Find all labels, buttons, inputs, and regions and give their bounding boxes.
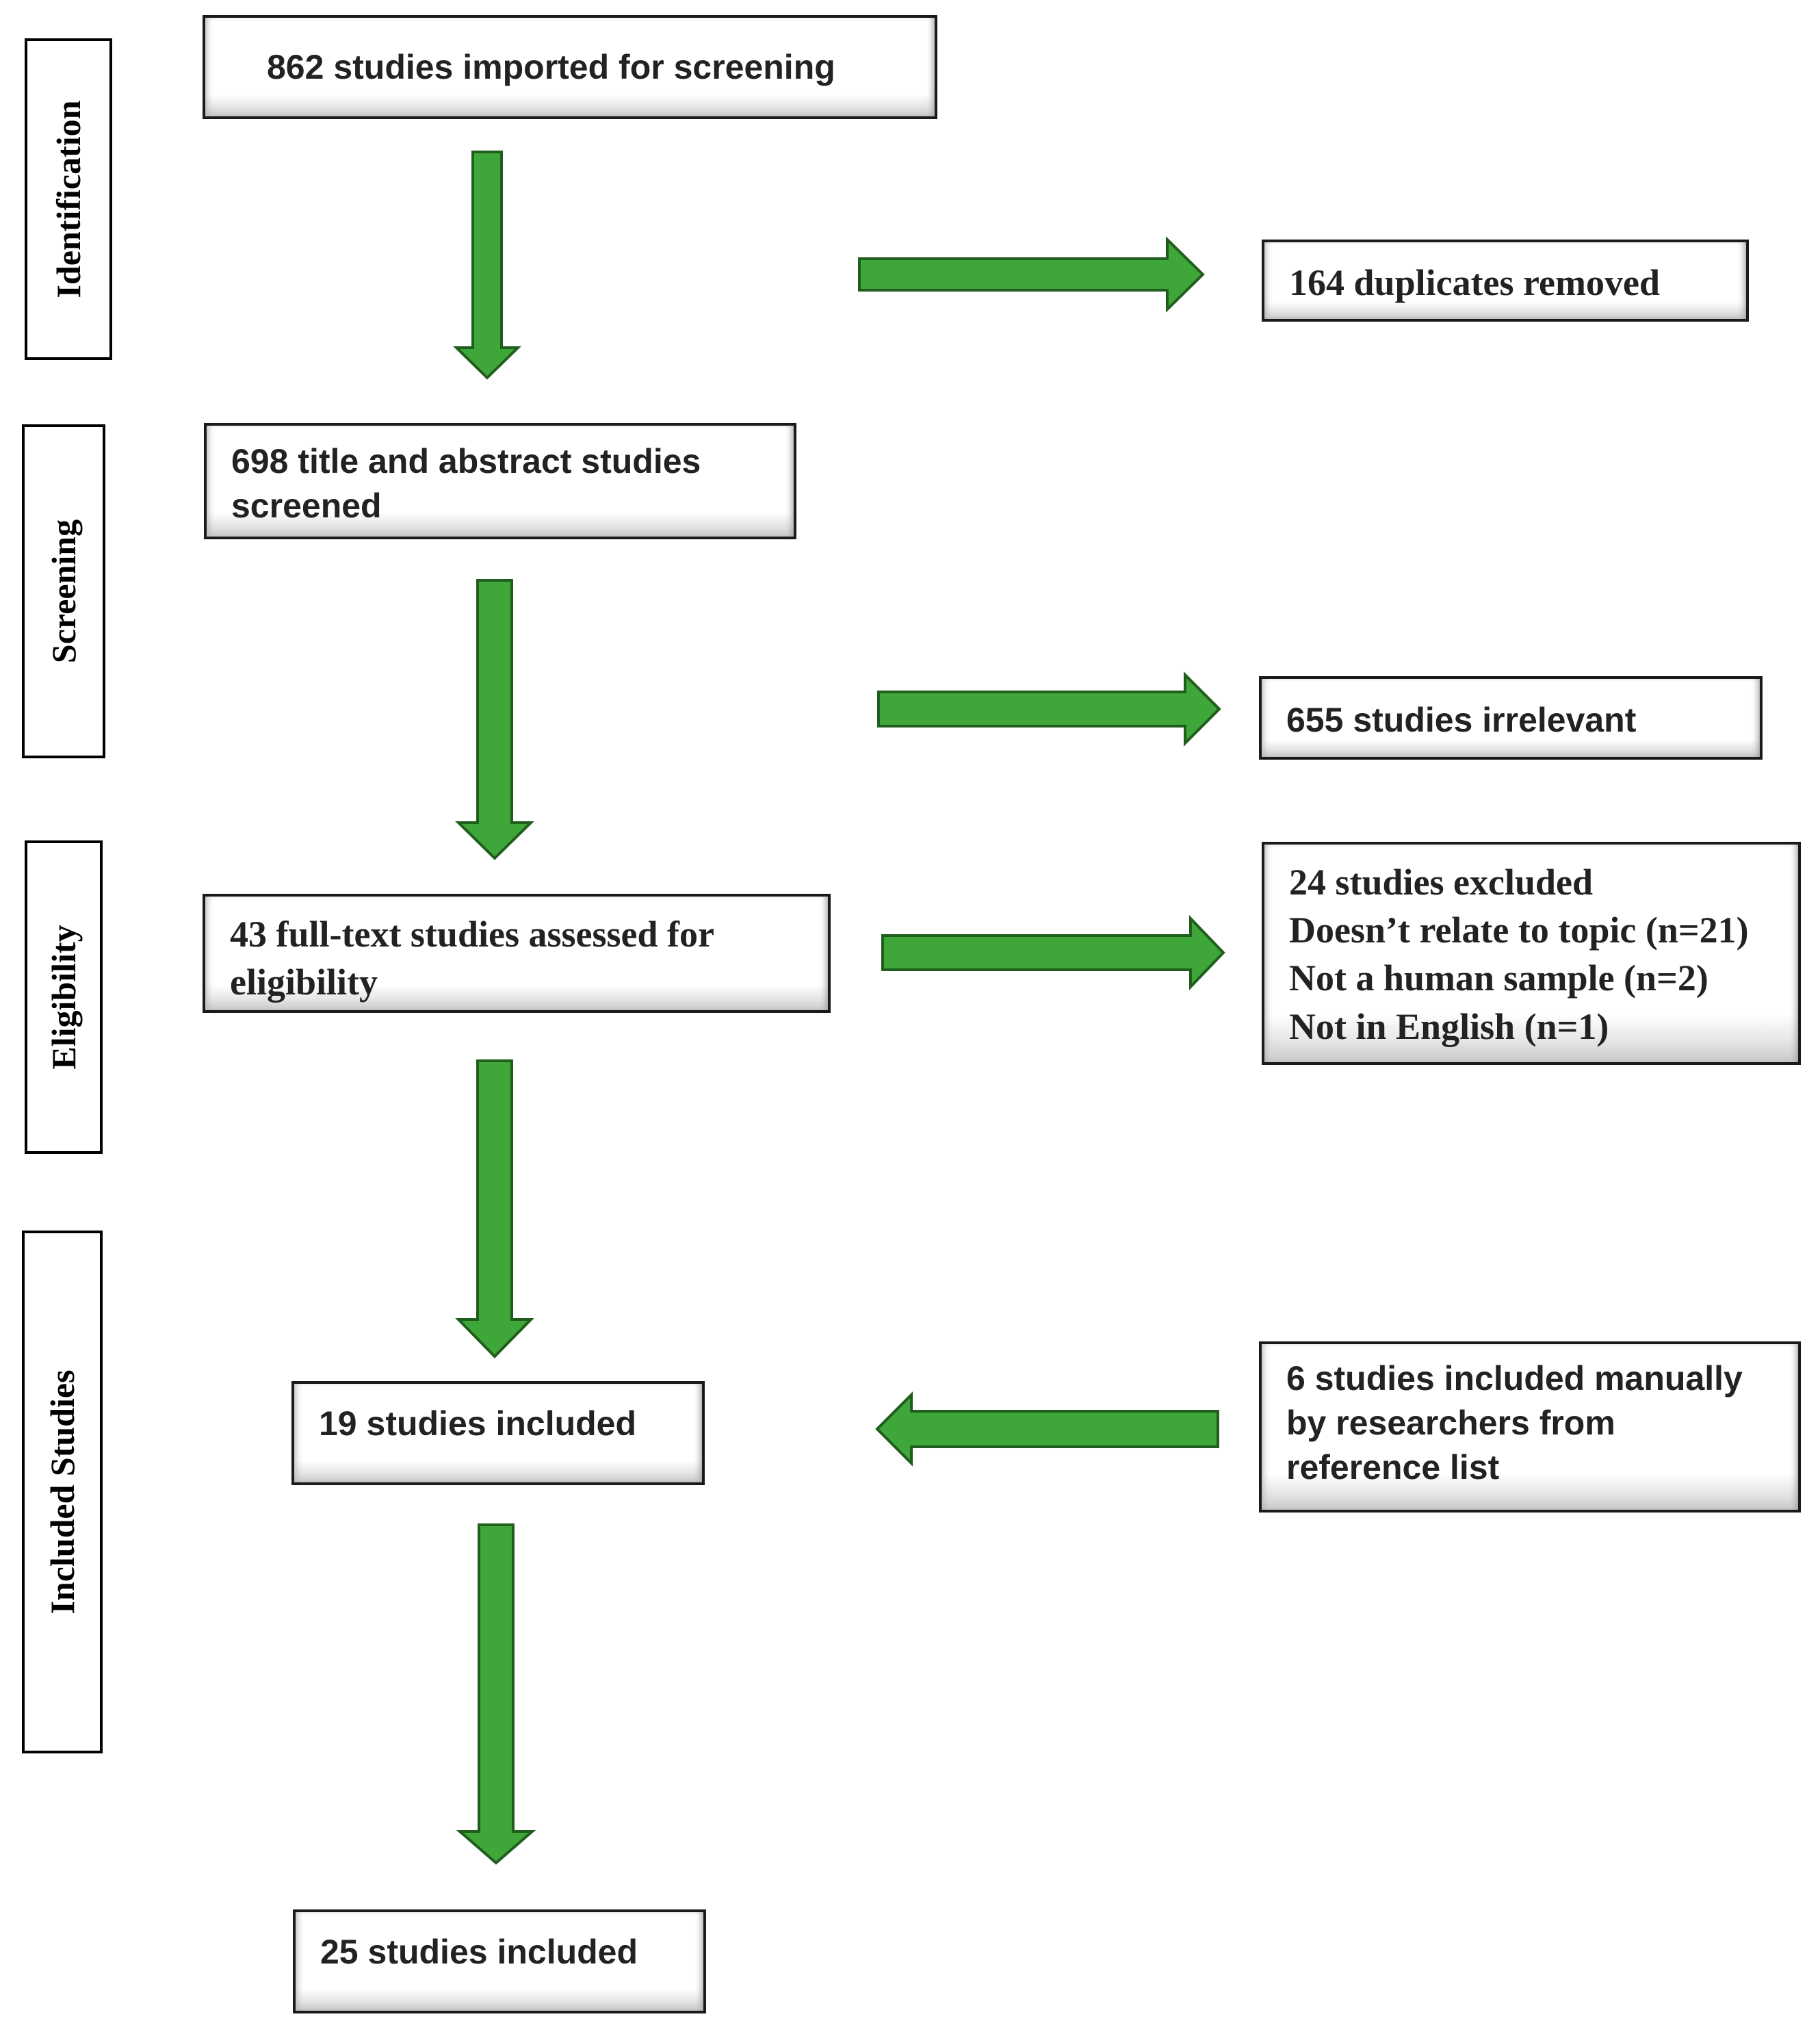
manual-text-line-2: by researchers from bbox=[1286, 1404, 1615, 1442]
excluded-text-line-1: 24 studies excluded bbox=[1289, 862, 1594, 903]
excluded-text-line-2: Doesn’t relate to topic (n=21) bbox=[1289, 910, 1749, 951]
down-arrow-3 bbox=[455, 1059, 534, 1359]
irrelevant-box: 655 studies irrelevant bbox=[1259, 676, 1763, 760]
down-arrow-1 bbox=[453, 151, 521, 380]
down-arrow-4 bbox=[456, 1523, 536, 1865]
included-25-text: 25 studies included bbox=[320, 1933, 638, 1971]
stage-screening: Screening bbox=[22, 424, 105, 758]
included-25-box: 25 studies included bbox=[293, 1909, 706, 2013]
screened-box: 698 title and abstract studies screened bbox=[204, 423, 796, 539]
imported-text: 862 studies imported for screening bbox=[267, 48, 835, 86]
left-arrow-manual bbox=[875, 1391, 1219, 1467]
stage-included: Included Studies bbox=[22, 1231, 103, 1753]
excluded-text-line-3: Not a human sample (n=2) bbox=[1289, 957, 1708, 999]
assessed-box: 43 full-text studies assessed for eligib… bbox=[203, 894, 831, 1013]
screened-text-line-1: 698 title and abstract studies bbox=[231, 442, 701, 480]
assessed-text-line-2: eligibility bbox=[230, 962, 378, 1003]
duplicates-text: 164 duplicates removed bbox=[1289, 262, 1660, 303]
down-arrow-2 bbox=[455, 579, 534, 860]
manual-text-line-1: 6 studies included manually bbox=[1286, 1359, 1743, 1398]
included-19-box: 19 studies included bbox=[291, 1381, 705, 1485]
screened-text-line-2: screened bbox=[231, 487, 382, 525]
manual-text-line-3: reference list bbox=[1286, 1448, 1500, 1486]
stage-identification: Identification bbox=[25, 38, 112, 360]
irrelevant-text: 655 studies irrelevant bbox=[1286, 701, 1637, 739]
right-arrow-3 bbox=[881, 915, 1225, 990]
assessed-text-line-1: 43 full-text studies assessed for bbox=[230, 914, 714, 955]
manual-box: 6 studies included manually by researche… bbox=[1259, 1341, 1801, 1512]
right-arrow-1 bbox=[858, 236, 1205, 313]
imported-box: 862 studies imported for screening bbox=[203, 15, 937, 119]
right-arrow-2 bbox=[877, 671, 1221, 747]
stage-eligibility: Eligibility bbox=[25, 840, 103, 1154]
excluded-text-line-4: Not in English (n=1) bbox=[1289, 1005, 1609, 1047]
included-19-text: 19 studies included bbox=[319, 1404, 637, 1443]
duplicates-box: 164 duplicates removed bbox=[1262, 240, 1749, 322]
excluded-box: 24 studies excluded Doesn’t relate to to… bbox=[1262, 842, 1801, 1065]
